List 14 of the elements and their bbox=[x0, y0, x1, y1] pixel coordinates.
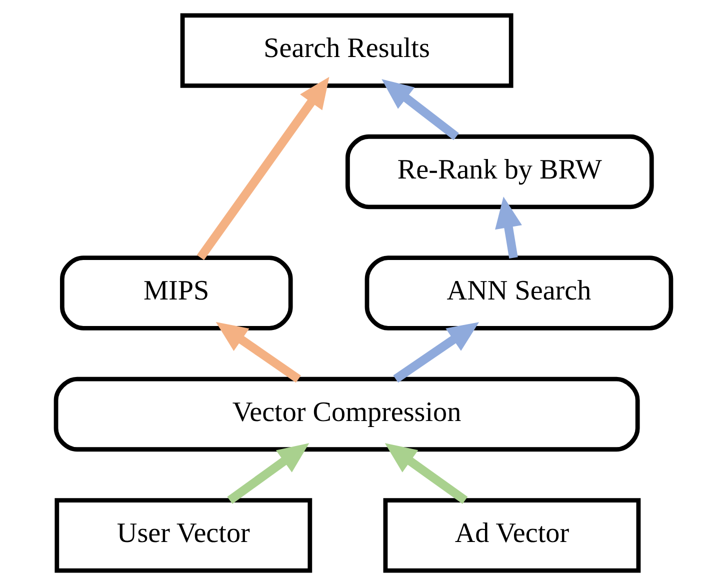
node-box: ANN Search bbox=[364, 256, 673, 330]
node-box: Vector Compression bbox=[53, 376, 640, 452]
node-box: Search Results bbox=[180, 13, 513, 88]
node-box: Ad Vector bbox=[382, 498, 640, 573]
node-box: User Vector bbox=[54, 498, 312, 573]
arrow bbox=[384, 443, 468, 504]
arrow bbox=[226, 443, 309, 504]
node-box: MIPS bbox=[59, 256, 292, 330]
arrow bbox=[196, 76, 329, 260]
arrow bbox=[215, 322, 300, 383]
arrow bbox=[392, 322, 479, 383]
node-box: Re-Rank by BRW bbox=[345, 134, 654, 210]
arrow bbox=[381, 79, 458, 140]
arrow bbox=[494, 196, 522, 259]
